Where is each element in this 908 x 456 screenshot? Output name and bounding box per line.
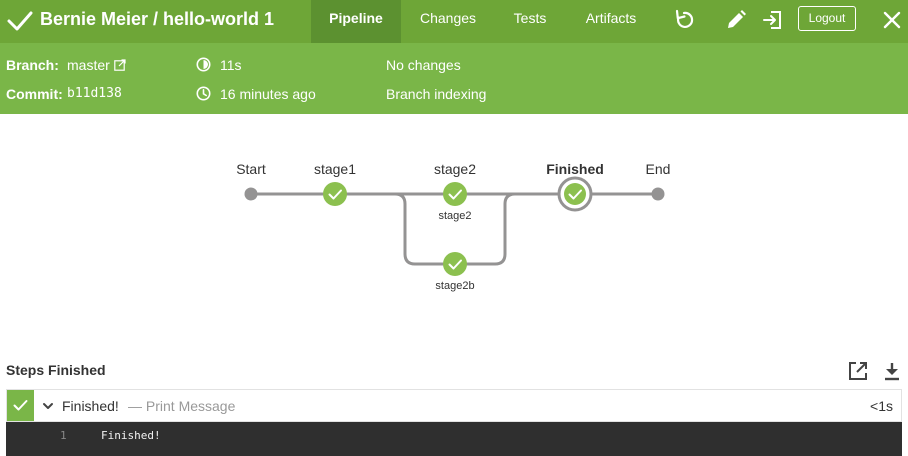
run-title[interactable]: Bernie Meier / hello-world 1 (40, 9, 275, 29)
node-finished[interactable] (557, 176, 593, 212)
step-name: Finished! (62, 398, 119, 414)
tab-artifacts[interactable]: Artifacts (585, 10, 637, 26)
log-line-number[interactable]: 1 (60, 429, 67, 442)
logout-button[interactable]: Logout (798, 6, 856, 31)
step-status-success (7, 390, 34, 421)
node-label-finished[interactable]: Finished (546, 161, 604, 177)
duration-value: 11s (220, 57, 242, 73)
top-bar: Bernie Meier / hello-world 1 Pipeline Ch… (0, 0, 908, 43)
node-label-end: End (646, 161, 671, 177)
steps-title: Steps Finished (6, 362, 106, 378)
check-icon (7, 11, 33, 31)
node-label-stage1[interactable]: stage1 (314, 161, 356, 177)
close-icon[interactable] (880, 8, 904, 32)
log-line-text: Finished! (101, 429, 161, 442)
node-stage2b[interactable] (443, 252, 467, 276)
node-label-start: Start (236, 161, 266, 177)
clock-icon (196, 86, 211, 101)
pipeline-graph: Start stage1 stage2 Finished End stage2 … (0, 114, 908, 354)
open-in-new-icon[interactable] (847, 360, 869, 382)
duration-icon (196, 57, 211, 72)
edit-icon[interactable] (724, 8, 748, 32)
node-stage1[interactable] (323, 182, 347, 206)
cause-value: Branch indexing (386, 86, 487, 102)
branch-label-stage2b[interactable]: stage2b (435, 280, 474, 292)
run-info-bar: Branch: master Commit: b11d138 11s 16 mi… (0, 43, 908, 114)
commit-label: Commit: (6, 86, 63, 102)
step-row[interactable]: Finished! — Print Message <1s (6, 389, 902, 422)
changes-value: No changes (386, 57, 461, 73)
download-icon[interactable] (881, 360, 903, 382)
pipeline-graph-svg: Start stage1 stage2 Finished End stage2 … (236, 161, 671, 292)
external-link-icon[interactable] (114, 59, 126, 71)
branch-label: Branch: (6, 57, 59, 73)
branch-label-stage2[interactable]: stage2 (438, 210, 471, 222)
rerun-icon[interactable] (672, 8, 696, 32)
tab-changes[interactable]: Changes (419, 10, 477, 26)
step-log: 1 Finished! (6, 422, 902, 456)
end-node (651, 187, 665, 201)
time-ago-value: 16 minutes ago (220, 86, 316, 102)
start-node (244, 187, 258, 201)
node-stage2[interactable] (443, 182, 467, 206)
chevron-down-icon[interactable] (42, 400, 54, 412)
commit-value[interactable]: b11d138 (67, 86, 122, 101)
tab-tests[interactable]: Tests (513, 10, 547, 26)
exit-icon[interactable] (761, 8, 785, 32)
branch-value[interactable]: master (67, 57, 110, 73)
step-description: — Print Message (128, 398, 236, 414)
tab-pipeline[interactable]: Pipeline (311, 0, 401, 43)
check-icon (13, 400, 28, 411)
node-label-stage2[interactable]: stage2 (434, 161, 476, 177)
step-duration: <1s (870, 398, 893, 414)
